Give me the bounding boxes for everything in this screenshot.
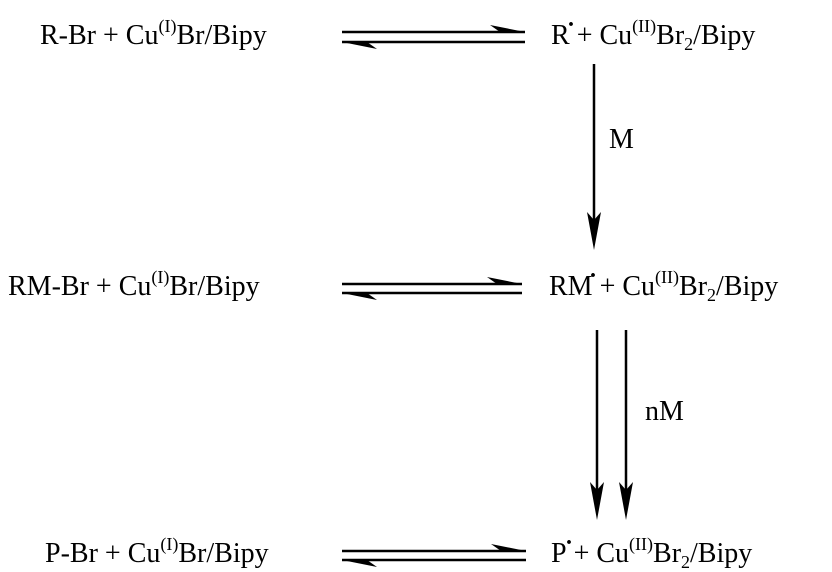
arrowhead-left (590, 482, 604, 520)
reverse-half-arrowhead (342, 42, 377, 49)
radical-dot: · (567, 12, 576, 38)
row3-left-species: P-Br + Cu(I)Br/Bipy (45, 534, 269, 569)
row2-right-species: RM· + Cu(II)Br2/Bipy (549, 263, 779, 305)
row1-right-species: R· + Cu(II)Br2/Bipy (551, 12, 756, 54)
equilibrium-arrow-row2 (342, 277, 522, 300)
forward-half-arrowhead (490, 25, 525, 32)
step-label-monomer: M (609, 124, 634, 155)
propagation-arrow-m (587, 64, 601, 250)
reverse-half-arrowhead (342, 560, 377, 567)
radical-dot: · (589, 263, 598, 289)
row3-right-species: P· + Cu(II)Br2/Bipy (551, 530, 753, 572)
arrowhead-right (619, 482, 633, 520)
radical-dot: · (565, 530, 574, 556)
forward-half-arrowhead (491, 544, 526, 551)
row1-left-species: R-Br + Cu(I)Br/Bipy (40, 16, 267, 51)
reverse-half-arrowhead (342, 293, 377, 300)
row2-left-species: RM-Br + Cu(I)Br/Bipy (8, 267, 260, 302)
step-label-n-monomer: nM (645, 396, 684, 427)
propagation-arrow-nm (590, 330, 633, 520)
equilibrium-arrow-row3 (342, 544, 526, 567)
equilibrium-arrow-row1 (342, 25, 525, 49)
forward-half-arrowhead (487, 277, 522, 284)
arrowhead (587, 212, 601, 250)
